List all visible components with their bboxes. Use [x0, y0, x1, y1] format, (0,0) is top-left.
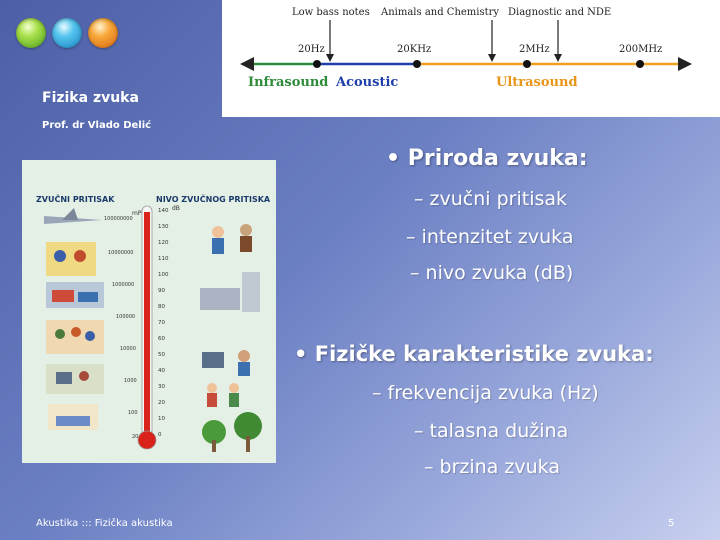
people-talking-icon	[207, 383, 239, 407]
chart-right-unit: dB	[172, 205, 180, 212]
freq-label-200mhz: 200MHz	[619, 44, 662, 55]
computer-icon	[202, 350, 250, 376]
restaurant-icon	[46, 320, 104, 354]
freq-label-20hz: 20Hz	[298, 44, 325, 55]
chart-left-title: ZVUČNI PRITISAK	[36, 193, 115, 204]
machine-icon	[200, 272, 260, 312]
spectrum-label-diagnostic: Diagnostic and NDE	[508, 7, 611, 18]
db-tick-110: 110	[158, 256, 169, 262]
pressure-tick-6: 1000	[124, 378, 137, 384]
pressure-tick-2: 10000000	[108, 250, 133, 256]
frequency-spectrum-figure: Low bass notes Animals and Chemistry Dia…	[222, 0, 720, 117]
footer-text: Akustika ::: Fizička akustika	[36, 518, 173, 529]
db-tick-30: 30	[158, 384, 165, 390]
traffic-icon	[46, 282, 104, 308]
db-tick-100: 100	[158, 272, 169, 278]
trees-icon	[202, 412, 262, 452]
orange-ball-icon	[88, 18, 118, 48]
concert-icon	[46, 242, 96, 276]
db-tick-70: 70	[158, 320, 165, 326]
author-name: Prof. dr Vlado Delić	[42, 120, 152, 131]
sub-item-2: – intenzitet zvuka	[406, 226, 574, 248]
pressure-tick-8: 20	[132, 434, 138, 440]
chart-left-unit: mPa	[132, 210, 145, 217]
sub-item-3: – nivo zvuka (dB)	[410, 262, 574, 284]
spectrum-label-low-bass: Low bass notes	[292, 7, 370, 18]
bullet-priroda-zvuka-text: Priroda zvuka:	[407, 146, 588, 171]
course-title: Fizika zvuka	[42, 90, 139, 106]
pressure-tick-4: 100000	[116, 314, 135, 320]
db-tick-140: 140	[158, 208, 169, 214]
db-tick-0: 0	[158, 432, 162, 438]
db-tick-50: 50	[158, 352, 165, 358]
freq-label-2mhz: 2MHz	[519, 44, 550, 55]
band-infrasound: Infrasound	[248, 75, 328, 90]
office-icon	[46, 364, 104, 394]
db-tick-130: 130	[158, 224, 169, 230]
pressure-tick-7: 100	[128, 410, 138, 416]
sub-item-4: – frekvencija zvuka (Hz)	[372, 382, 599, 404]
sub-item-6: – brzina zvuka	[424, 456, 560, 478]
jet-plane-icon	[44, 208, 102, 224]
sub-item-1: – zvučni pritisak	[414, 188, 568, 210]
db-tick-20: 20	[158, 400, 165, 406]
db-tick-10: 10	[158, 416, 165, 422]
pressure-tick-3: 1000000	[112, 282, 134, 288]
db-tick-120: 120	[158, 240, 169, 246]
worker-icon	[212, 224, 252, 254]
spectrum-label-animals: Animals and Chemistry	[380, 7, 499, 18]
decorative-balls	[16, 18, 118, 48]
bullet-fizicke-karakteristike: • Fizičke karakteristike zvuka:	[294, 342, 654, 366]
bullet-priroda-zvuka: • Priroda zvuka:	[386, 146, 588, 171]
db-tick-90: 90	[158, 288, 165, 294]
pressure-tick-5: 10000	[120, 346, 136, 352]
page-number: 5	[668, 518, 675, 529]
sound-pressure-chart: ZVUČNI PRITISAK NIVO ZVUČNOG PRITISKA mP…	[22, 160, 276, 463]
blue-ball-icon	[52, 18, 82, 48]
db-tick-60: 60	[158, 336, 165, 342]
chart-right-title: NIVO ZVUČNOG PRITISKA	[156, 193, 271, 204]
pressure-tick-1: 100000000	[104, 216, 133, 222]
freq-label-20khz: 20KHz	[397, 44, 431, 55]
green-ball-icon	[16, 18, 46, 48]
db-tick-40: 40	[158, 368, 165, 374]
band-acoustic: Acoustic	[335, 75, 398, 90]
band-ultrasound: Ultrasound	[496, 75, 578, 90]
bullet-fizicke-karakteristike-text: Fizičke karakteristike zvuka:	[314, 342, 654, 366]
bedroom-icon	[48, 404, 98, 430]
db-tick-80: 80	[158, 304, 165, 310]
sub-item-5: – talasna dužina	[414, 420, 569, 442]
